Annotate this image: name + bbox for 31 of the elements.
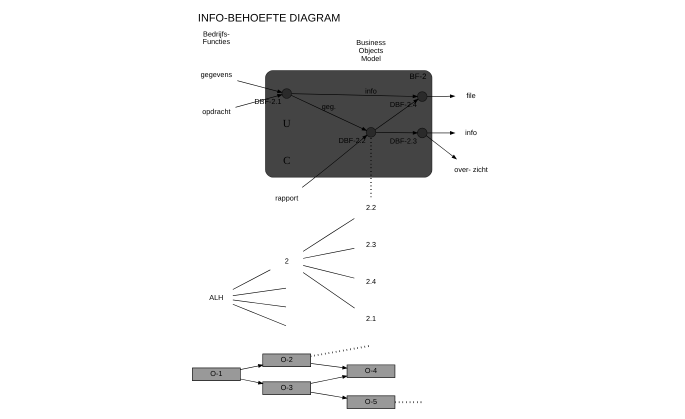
arrow [426,94,456,98]
arrow [291,95,368,131]
arrow [237,80,283,94]
arrow [426,135,458,160]
arrow [310,375,348,384]
connector [395,401,422,404]
label: U [282,118,291,130]
arrow [426,131,456,135]
arrow [291,93,418,98]
connector [302,272,355,308]
diagram-title: INFO-BEHOEFTE DIAGRAM [198,12,340,25]
connector [302,265,355,278]
arrow [240,364,264,370]
arrow [374,98,419,130]
connector [232,300,286,308]
node-circle [417,91,428,102]
connector [232,288,286,296]
node-circle [366,127,376,138]
arrow [310,392,348,400]
label: C [283,155,290,168]
node-circle [417,128,428,138]
connector [302,218,355,252]
connector [310,344,370,358]
arrow [310,363,348,370]
arrow [376,130,418,135]
node-circle [282,88,292,99]
arrow [240,378,264,384]
connector [302,248,355,259]
connector [232,304,286,326]
connector [232,270,271,290]
arrow [302,134,368,188]
